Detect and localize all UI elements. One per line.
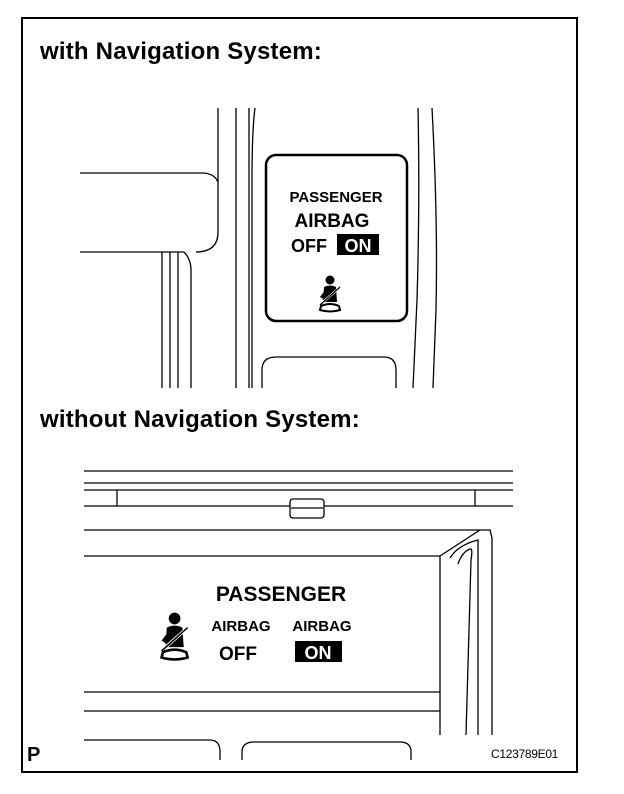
top-panel-on: ON (345, 236, 372, 256)
bottom-panel-passenger: PASSENGER (216, 583, 346, 606)
top-panel-off: OFF (291, 236, 327, 256)
bottom-panel-on: ON (305, 643, 332, 663)
top-illustration (80, 107, 438, 389)
bottom-panel-off: OFF (219, 644, 257, 665)
figure-code: C123789E01 (491, 747, 559, 761)
top-panel-airbag: AIRBAG (295, 211, 370, 232)
seatbelt-person-icon-large (159, 611, 190, 662)
top-passenger-airbag-panel (264, 153, 409, 323)
bottom-passenger-airbag-panel (159, 611, 342, 662)
heading-with-navigation: with Navigation System: (40, 38, 322, 65)
corner-letter: P (27, 744, 41, 766)
top-panel-passenger: PASSENGER (289, 189, 382, 206)
bottom-illustration (84, 470, 513, 760)
bottom-panel-airbag-off-label: AIRBAG (211, 618, 270, 635)
bottom-panel-airbag-on-label: AIRBAG (292, 618, 351, 635)
heading-without-navigation: without Navigation System: (40, 406, 360, 433)
